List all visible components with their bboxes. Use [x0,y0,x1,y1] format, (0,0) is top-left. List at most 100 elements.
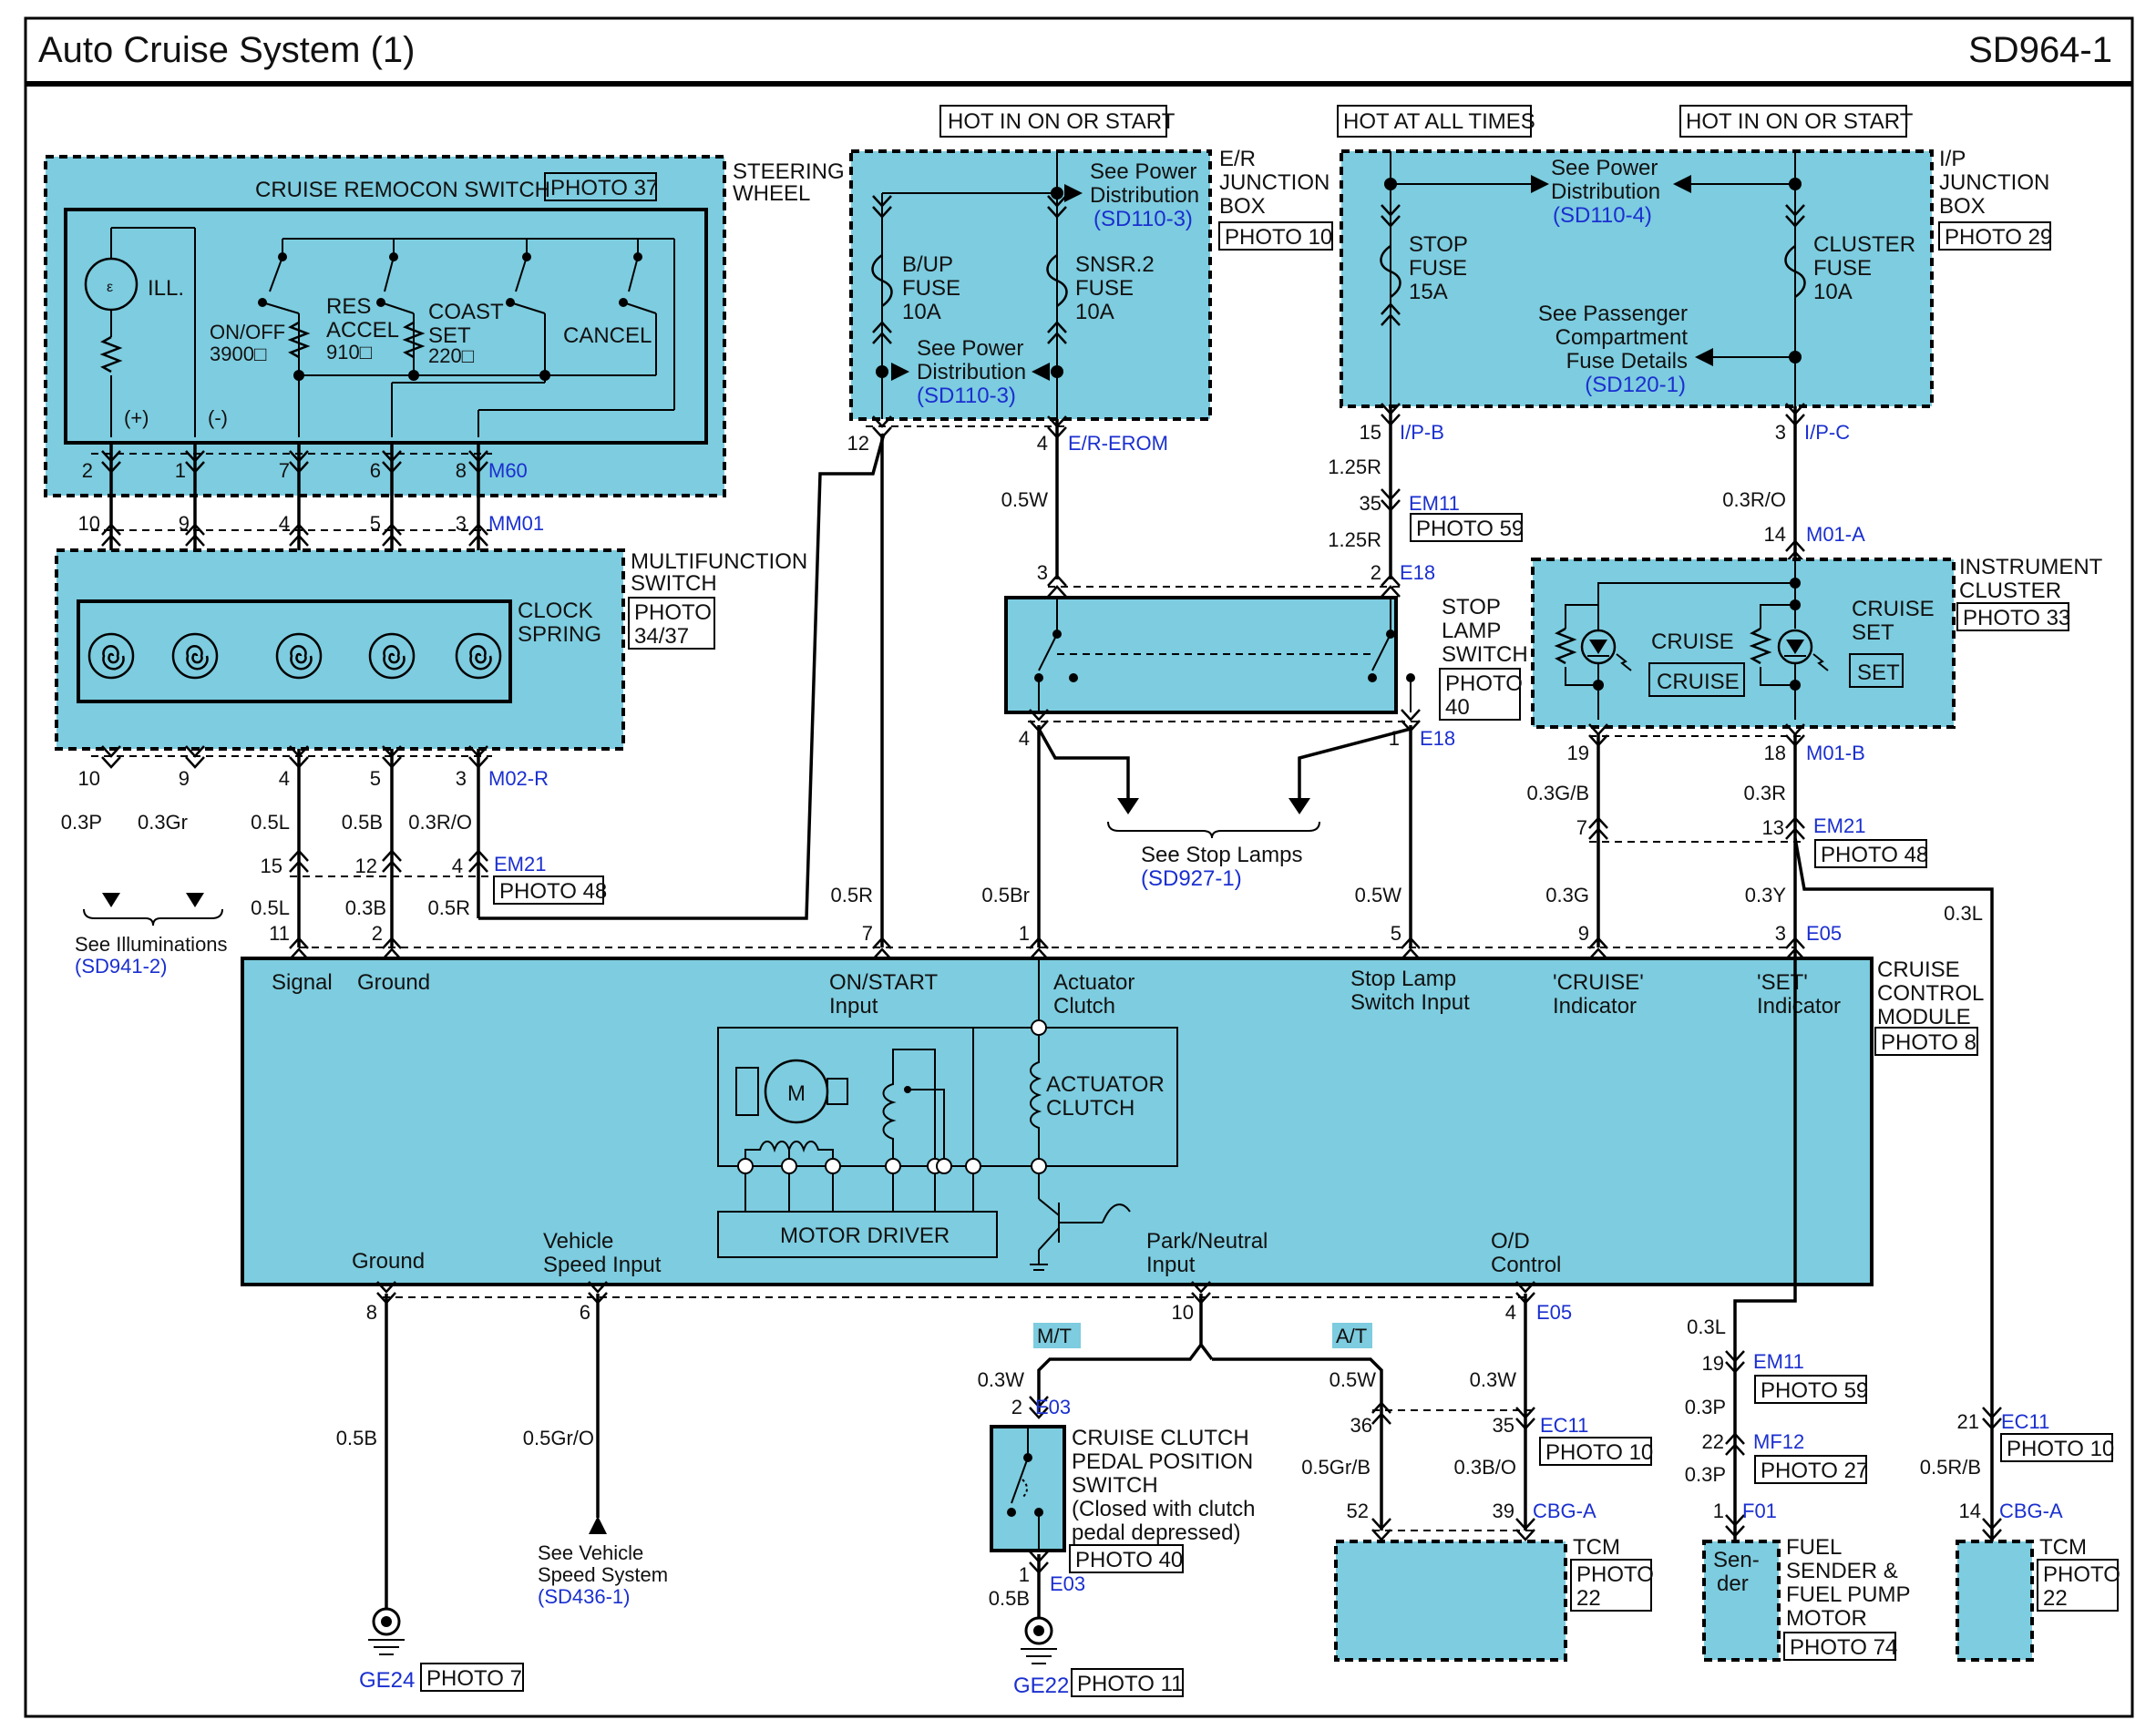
svg-text:PHOTO 40: PHOTO 40 [1075,1548,1183,1572]
svg-text:1: 1 [175,459,186,482]
svg-text:12: 12 [355,855,377,877]
svg-text:TCM: TCM [2039,1535,2087,1560]
svg-text:0.5W: 0.5W [1355,884,1402,906]
svg-text:0.5B: 0.5B [336,1427,377,1449]
svg-text:4: 4 [1505,1301,1516,1324]
svg-text:Fuse Details: Fuse Details [1566,349,1688,374]
svg-text:4: 4 [279,512,290,535]
svg-text:See Stop Lamps: See Stop Lamps [1141,843,1302,867]
svg-text:MODULE: MODULE [1877,1005,1971,1029]
svg-text:PHOTO 48: PHOTO 48 [1821,843,1928,867]
svg-text:CRUISE: CRUISE [1877,957,1960,982]
svg-text:See Power: See Power [1551,156,1658,180]
svg-text:1: 1 [1019,1563,1030,1586]
svg-text:SNSR.2: SNSR.2 [1075,252,1155,277]
svg-text:Signal: Signal [272,970,333,995]
remocon-label: CRUISE REMOCON SWITCH [255,178,550,202]
svg-text:A/T: A/T [1336,1325,1367,1347]
diagram-code: SD964-1 [1968,30,2112,70]
svg-text:E03: E03 [1035,1396,1071,1418]
svg-text:PHOTO 33: PHOTO 33 [1963,606,2070,630]
svg-text:FUSE: FUSE [1813,256,1872,281]
svg-text:10A: 10A [1813,280,1853,304]
svg-text:GE22: GE22 [1013,1674,1069,1698]
svg-text:Indicator: Indicator [1553,994,1637,1019]
svg-text:E05: E05 [1806,922,1842,945]
svg-text:SWITCH: SWITCH [1442,642,1528,667]
svg-text:7: 7 [862,922,873,945]
svg-text:FUSE: FUSE [1075,276,1134,301]
svg-text:21: 21 [1957,1410,1979,1433]
svg-text:PEDAL POSITION: PEDAL POSITION [1072,1449,1253,1474]
svg-text:MULTIFUNCTION: MULTIFUNCTION [631,549,807,574]
svg-text:(SD927-1): (SD927-1) [1141,866,1242,891]
svg-text:Park/Neutral: Park/Neutral [1146,1229,1268,1254]
svg-text:HOT IN ON OR START: HOT IN ON OR START [948,109,1176,134]
svg-text:ILL.: ILL. [148,276,184,301]
svg-text:M: M [787,1081,806,1106]
svg-text:52: 52 [1347,1500,1369,1522]
svg-text:10: 10 [78,512,100,535]
svg-text:1: 1 [1389,727,1400,750]
svg-text:0.5W: 0.5W [1001,488,1049,511]
svg-text:22: 22 [1576,1586,1601,1611]
svg-text:0.3P: 0.3P [61,811,102,834]
svg-text:0.3B/O: 0.3B/O [1454,1456,1516,1479]
svg-text:BOX: BOX [1219,194,1266,219]
svg-text:2: 2 [372,922,383,945]
svg-text:O/D: O/D [1491,1229,1530,1254]
svg-text:FUEL PUMP: FUEL PUMP [1786,1582,1910,1607]
svg-text:0.5L: 0.5L [251,896,290,919]
svg-text:Stop Lamp: Stop Lamp [1350,967,1456,991]
svg-text:10: 10 [1172,1301,1194,1324]
svg-text:B/UP: B/UP [902,252,953,277]
svg-text:0.3W: 0.3W [1470,1368,1517,1391]
svg-text:See Power: See Power [917,336,1023,361]
page-title: Auto Cruise System (1) [38,30,415,70]
svg-text:15: 15 [1360,421,1381,444]
svg-text:Input: Input [829,994,878,1019]
svg-text:3900□: 3900□ [210,343,266,365]
svg-text:0.3P: 0.3P [1685,1396,1726,1418]
svg-text:0.5R/B: 0.5R/B [1920,1456,1981,1479]
svg-text:4: 4 [452,855,463,877]
svg-text:BOX: BOX [1939,194,1986,219]
svg-text:Distribution: Distribution [1551,179,1660,204]
svg-text:M02-R: M02-R [488,767,549,790]
svg-text:M01-A: M01-A [1806,523,1865,546]
svg-text:22: 22 [1702,1430,1724,1453]
svg-text:2: 2 [1011,1396,1022,1418]
svg-text:SWITCH: SWITCH [1072,1473,1158,1498]
svg-text:2: 2 [1371,561,1381,584]
svg-text:3: 3 [1775,421,1786,444]
svg-text:8: 8 [366,1301,377,1324]
svg-text:PHOTO 10: PHOTO 10 [2007,1437,2114,1461]
svg-text:1: 1 [1019,922,1030,945]
svg-text:CLOCK: CLOCK [518,599,593,623]
svg-text:ACCEL: ACCEL [326,318,399,343]
svg-text:SWITCH: SWITCH [631,571,717,596]
svg-text:ε: ε [107,280,113,295]
stop-lamp-switch: STOP LAMP SWITCH PHOTO 40 [1004,595,1528,721]
svg-text:CBG-A: CBG-A [1533,1500,1596,1522]
cruise-control-module: CRUISE CONTROL MODULE PHOTO 8 Signal Gro… [241,957,1984,1286]
svg-text:JUNCTION: JUNCTION [1219,170,1330,195]
svg-text:9: 9 [1578,922,1589,945]
svg-text:(SD110-3): (SD110-3) [917,384,1016,408]
svg-text:6: 6 [580,1301,590,1324]
svg-text:0.3R/O: 0.3R/O [1722,488,1786,511]
svg-text:15A: 15A [1409,280,1448,304]
svg-text:PHOTO 7: PHOTO 7 [426,1666,522,1691]
svg-text:ACTUATOR: ACTUATOR [1046,1072,1165,1097]
svg-text:EC11: EC11 [2001,1410,2049,1433]
svg-text:STOP: STOP [1409,232,1468,257]
svg-text:'SET': 'SET' [1757,970,1808,995]
set-lamp-icon [1777,629,1829,720]
svg-text:E/R: E/R [1219,147,1256,171]
svg-text:PHOTO: PHOTO [2043,1562,2120,1587]
svg-text:PHOTO 59: PHOTO 59 [1761,1378,1868,1403]
svg-text:M/T: M/T [1037,1325,1072,1347]
svg-text:STOP: STOP [1442,595,1501,619]
svg-text:Input: Input [1146,1253,1196,1277]
